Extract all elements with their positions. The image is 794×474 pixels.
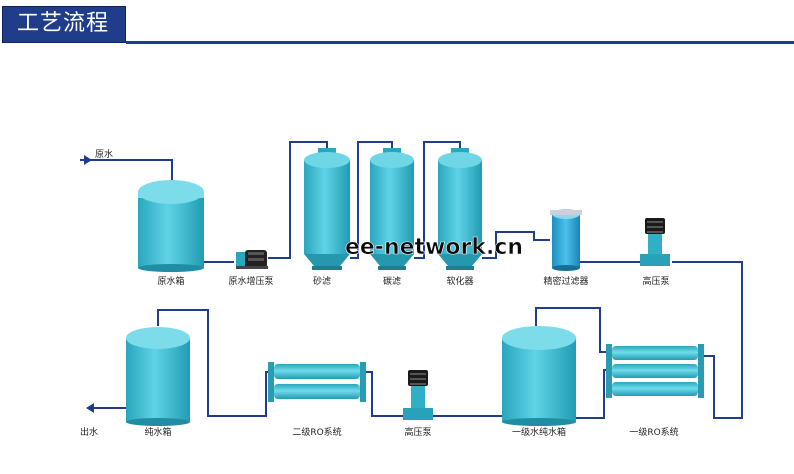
pipe-carbon-to-softener [414, 141, 461, 259]
carbon-filter-vessel [370, 148, 414, 270]
ro-system-1 [606, 344, 704, 398]
inlet-label: 原水 [95, 148, 113, 160]
raw-tank-label: 原水箱 [157, 275, 184, 287]
pipe-pump1-to-ro1 [672, 261, 743, 419]
raw-water-tank [138, 180, 204, 272]
carbon-filter-label: 碳滤 [383, 275, 401, 287]
inlet-arrow-icon [84, 155, 92, 165]
outlet-label: 出水 [80, 426, 98, 438]
hp-pump-2-label: 高压泵 [404, 426, 431, 438]
hp-pump-1-label: 高压泵 [642, 275, 669, 287]
watermark: ee-network.cn [345, 235, 523, 260]
primary-tank-label: 一级水纯水箱 [512, 426, 566, 438]
pipe-pump-to-sand [268, 141, 328, 259]
title-box: 工艺流程 [2, 6, 126, 43]
precision-filter-label: 精密过滤器 [543, 275, 588, 287]
pure-tank-label: 纯水箱 [144, 426, 171, 438]
pure-water-tank [126, 327, 190, 426]
header: 工艺流程 [0, 0, 794, 50]
booster-pump-label: 原水增压泵 [228, 275, 273, 287]
pipe-raw-inlet [80, 159, 173, 182]
pipe-sand-to-carbon [350, 141, 393, 259]
booster-pump [236, 250, 268, 269]
high-pressure-pump-2 [403, 370, 433, 420]
precision-filter [550, 209, 582, 271]
pipes [80, 141, 743, 419]
pipe-pump2-to-ro2 [360, 371, 404, 417]
flow-arrows [84, 155, 94, 413]
ro-system-2 [268, 362, 366, 402]
ro-2-label: 二级RO系统 [292, 426, 341, 438]
ro-1-label: 一级RO系统 [629, 426, 678, 438]
page-title: 工艺流程 [17, 11, 110, 36]
pipe-ro1-recycle [535, 307, 612, 353]
softener-vessel [438, 148, 482, 270]
sand-filter-label: 砂滤 [313, 275, 331, 287]
high-pressure-pump-1 [640, 218, 670, 266]
pipe-ro2-to-pure [157, 309, 274, 417]
header-underline [126, 41, 794, 44]
softener-label: 软化器 [446, 275, 473, 287]
sand-filter-vessel [304, 148, 350, 270]
outlet-arrow-icon [86, 403, 94, 413]
pipe-softener-to-precision [482, 231, 550, 259]
primary-pure-water-tank [502, 326, 576, 426]
